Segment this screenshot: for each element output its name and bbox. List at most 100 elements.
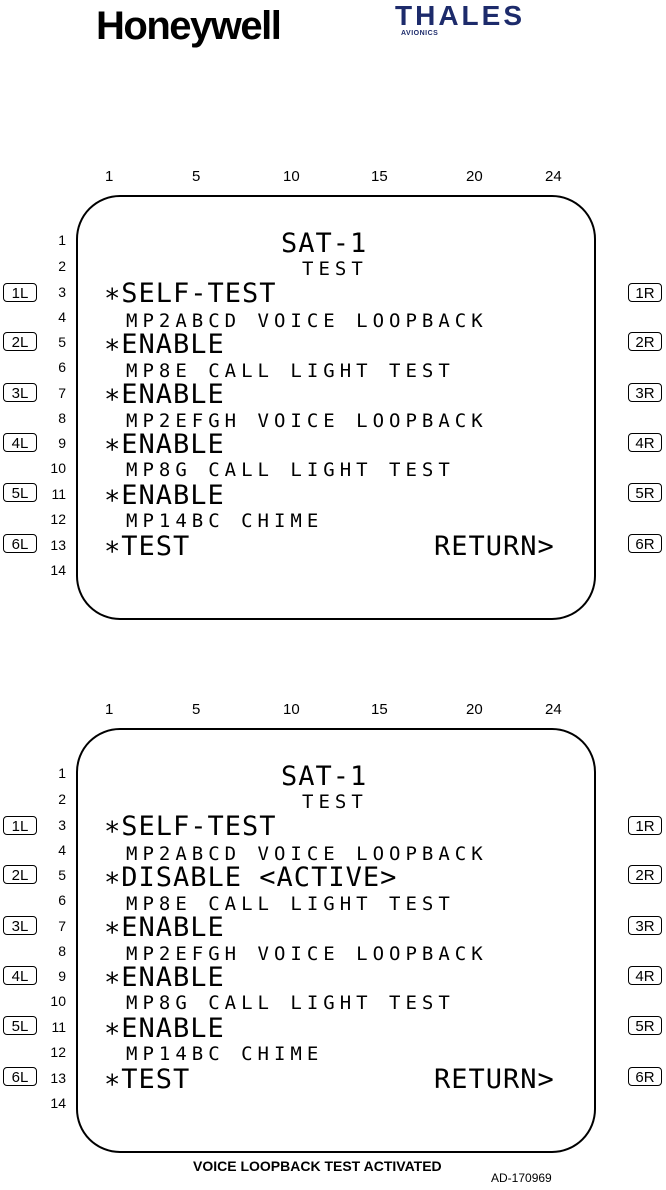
lsk-6r-button[interactable]: 6R (628, 534, 662, 553)
mp8g-enable-option[interactable]: ∗ENABLE (104, 480, 225, 511)
mp14bc-chime-label: MP14BC CHIME (126, 1043, 324, 1065)
mp8e-enable-option[interactable]: ∗ENABLE (104, 379, 225, 410)
column-number: 5 (192, 701, 201, 718)
row-number: 6 (58, 892, 66, 908)
row-number: 3 (58, 284, 66, 300)
lsk-2l-button[interactable]: 2L (3, 865, 37, 884)
row-number: 2 (58, 791, 66, 807)
row-number: 11 (51, 1019, 66, 1035)
return-option[interactable]: RETURN> (434, 1064, 555, 1095)
return-option[interactable]: RETURN> (434, 531, 555, 562)
row-number: 4 (58, 309, 66, 325)
lsk-1r-button[interactable]: 1R (628, 816, 662, 835)
row-number: 8 (58, 943, 66, 959)
page-subtitle: TEST (302, 258, 368, 280)
cdu-panel-2: 1 5 10 15 20 24 1 2 3 4 5 6 7 8 9 10 11 … (0, 533, 666, 1153)
row-number: 12 (50, 511, 66, 527)
column-number: 1 (105, 701, 114, 718)
row-number: 13 (50, 1070, 66, 1086)
lsk-4r-button[interactable]: 4R (628, 433, 662, 452)
lsk-4r-button[interactable]: 4R (628, 966, 662, 985)
mp8e-enable-option[interactable]: ∗ENABLE (104, 912, 225, 943)
lsk-3r-button[interactable]: 3R (628, 383, 662, 402)
row-number: 3 (58, 817, 66, 833)
page-title: SAT-1 (281, 228, 368, 259)
column-number: 1 (105, 168, 114, 185)
row-number: 13 (50, 537, 66, 553)
cdu-screen-frame (76, 195, 596, 620)
row-number: 4 (58, 842, 66, 858)
honeywell-logo: Honeywell (96, 4, 282, 48)
row-number: 14 (50, 1095, 66, 1111)
cdu-panel-1: 1 5 10 15 20 24 1 2 3 4 5 6 7 8 9 10 11 … (0, 0, 666, 620)
lsk-5l-button[interactable]: 5L (3, 483, 37, 502)
mp2abcd-voice-loopback-label: MP2ABCD VOICE LOOPBACK (126, 843, 488, 865)
lsk-4l-button[interactable]: 4L (3, 433, 37, 452)
mp2efgh-voice-loopback-label: MP2EFGH VOICE LOOPBACK (126, 943, 488, 965)
column-number: 20 (466, 168, 483, 185)
lsk-5r-button[interactable]: 5R (628, 483, 662, 502)
lsk-2r-button[interactable]: 2R (628, 865, 662, 884)
row-number: 12 (50, 1044, 66, 1060)
mp14bc-chime-label: MP14BC CHIME (126, 510, 324, 532)
thales-logo-sub: AVIONICS (401, 30, 439, 37)
mp8g-enable-option[interactable]: ∗ENABLE (104, 1013, 225, 1044)
figure-id: AD-170969 (491, 1171, 552, 1185)
row-number: 6 (58, 359, 66, 375)
lsk-1l-button[interactable]: 1L (3, 816, 37, 835)
mp2efgh-enable-option[interactable]: ∗ENABLE (104, 429, 225, 460)
mp2efgh-voice-loopback-label: MP2EFGH VOICE LOOPBACK (126, 410, 488, 432)
page-title: SAT-1 (281, 761, 368, 792)
lsk-1l-button[interactable]: 1L (3, 283, 37, 302)
row-number: 8 (58, 410, 66, 426)
column-number: 15 (371, 168, 388, 185)
column-number: 15 (371, 701, 388, 718)
row-number: 5 (58, 334, 66, 350)
figure-caption: VOICE LOOPBACK TEST ACTIVATED (193, 1158, 442, 1174)
row-number: 5 (58, 867, 66, 883)
lsk-3l-button[interactable]: 3L (3, 383, 37, 402)
lsk-5r-button[interactable]: 5R (628, 1016, 662, 1035)
column-number: 24 (545, 168, 562, 185)
self-test-option[interactable]: ∗SELF-TEST (104, 811, 277, 842)
lsk-6l-button[interactable]: 6L (3, 1067, 37, 1086)
column-number: 10 (283, 168, 300, 185)
mp8e-call-light-label: MP8E CALL LIGHT TEST (126, 360, 455, 382)
row-number: 10 (50, 993, 66, 1009)
row-number: 10 (50, 460, 66, 476)
mp2abcd-enable-option[interactable]: ∗ENABLE (104, 329, 225, 360)
row-number: 9 (58, 435, 66, 451)
column-number: 24 (545, 701, 562, 718)
lsk-2l-button[interactable]: 2L (3, 332, 37, 351)
lsk-1r-button[interactable]: 1R (628, 283, 662, 302)
lsk-5l-button[interactable]: 5L (3, 1016, 37, 1035)
self-test-option[interactable]: ∗SELF-TEST (104, 278, 277, 309)
cdu-screen-frame (76, 728, 596, 1153)
lsk-2r-button[interactable]: 2R (628, 332, 662, 351)
row-number: 7 (58, 918, 66, 934)
column-number: 5 (192, 168, 201, 185)
lsk-6r-button[interactable]: 6R (628, 1067, 662, 1086)
thales-logo: THALES AVIONICS (395, 0, 525, 37)
lsk-3l-button[interactable]: 3L (3, 916, 37, 935)
page-subtitle: TEST (302, 791, 368, 813)
row-number: 1 (58, 765, 66, 781)
chime-test-option[interactable]: ∗TEST (104, 531, 191, 562)
chime-test-option[interactable]: ∗TEST (104, 1064, 191, 1095)
mp2abcd-disable-option[interactable]: ∗DISABLE <ACTIVE> (104, 862, 398, 893)
mp2abcd-voice-loopback-label: MP2ABCD VOICE LOOPBACK (126, 310, 488, 332)
mp8g-call-light-label: MP8G CALL LIGHT TEST (126, 459, 455, 481)
mp2efgh-enable-option[interactable]: ∗ENABLE (104, 962, 225, 993)
row-number: 1 (58, 232, 66, 248)
lsk-4l-button[interactable]: 4L (3, 966, 37, 985)
mp8g-call-light-label: MP8G CALL LIGHT TEST (126, 992, 455, 1014)
thales-logo-name: THALES (395, 0, 525, 31)
row-number: 7 (58, 385, 66, 401)
lsk-3r-button[interactable]: 3R (628, 916, 662, 935)
row-number: 9 (58, 968, 66, 984)
row-number: 14 (50, 562, 66, 578)
column-number: 20 (466, 701, 483, 718)
row-number: 2 (58, 258, 66, 274)
column-number: 10 (283, 701, 300, 718)
lsk-6l-button[interactable]: 6L (3, 534, 37, 553)
